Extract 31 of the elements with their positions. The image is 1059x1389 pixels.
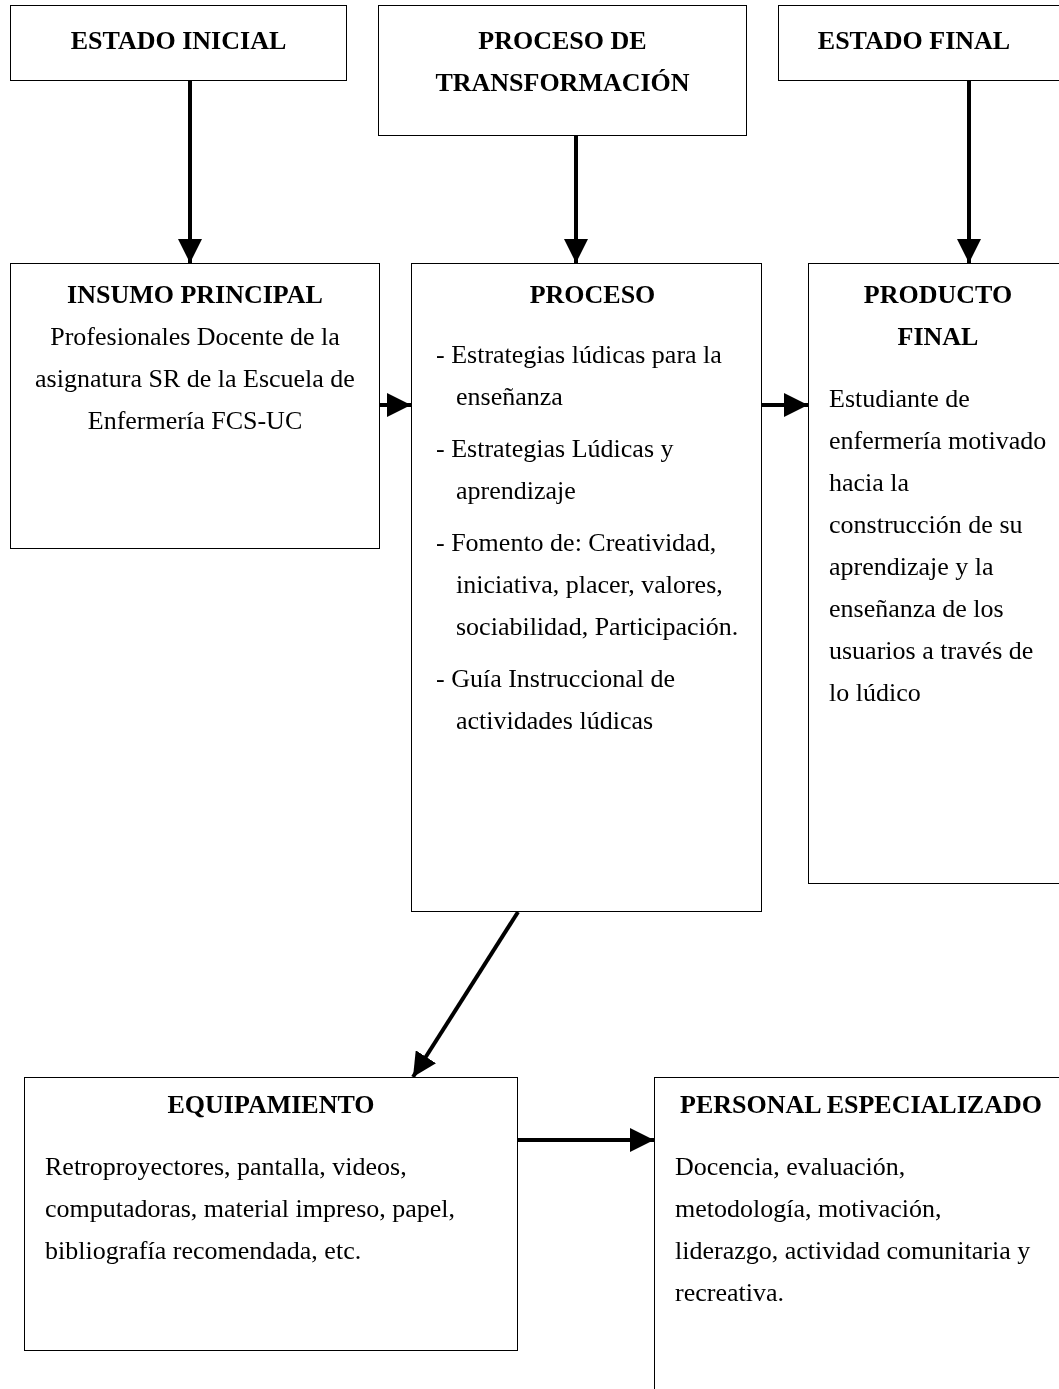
box-heading: PRODUCTO FINAL xyxy=(862,279,1014,353)
list-item: - Fomento de: Creatividad, iniciativa, placer, valores, sociabilidad, Participación. xyxy=(436,527,740,643)
process-box xyxy=(654,1077,1059,1389)
arrow xyxy=(178,81,202,263)
arrow xyxy=(518,1128,654,1152)
box-heading: INSUMO PRINCIPAL xyxy=(66,279,324,311)
arrow xyxy=(380,393,411,417)
process-box xyxy=(378,5,747,136)
arrow xyxy=(564,136,588,263)
process-box xyxy=(778,5,1059,81)
box-text: Retroproyectores, pantalla, videos, computadoras, material impreso, papel, bibliografía recomendada, etc. xyxy=(45,1151,457,1267)
list-item: - Guía Instruccional de actividades lúdicas xyxy=(436,663,676,737)
process-box xyxy=(24,1077,518,1351)
process-box xyxy=(10,263,380,549)
list-item: - Estrategias Lúdicas y aprendizaje xyxy=(436,433,675,507)
arrow xyxy=(762,393,808,417)
box-text: Docencia, evaluación, metodología, motivación, liderazgo, actividad comunitaria y recreativa. xyxy=(675,1151,1032,1309)
process-box xyxy=(10,5,347,81)
box-heading: EQUIPAMIENTO xyxy=(166,1089,376,1121)
process-box xyxy=(808,263,1059,884)
box-heading: PROCESO xyxy=(528,279,657,311)
box-text: Profesionales Docente de la asignatura SR de la Escuela de Enfermería FCS-UC xyxy=(34,321,356,437)
arrow xyxy=(957,81,981,263)
box-heading: PROCESO DE TRANSFORMACIÓN xyxy=(434,25,691,99)
box-heading: ESTADO INICIAL xyxy=(69,25,288,57)
list-item: - Estrategias lúdicas para la enseñanza xyxy=(436,339,723,413)
box-heading: ESTADO FINAL xyxy=(816,25,1012,57)
arrow xyxy=(411,910,520,1079)
box-heading: PERSONAL ESPECIALIZADO xyxy=(679,1089,1043,1121)
box-text: Estudiante de enfermería motivado hacia la construcción de su aprendizaje y la enseñanza de los usuarios a través de lo lúdico xyxy=(829,383,1047,709)
process-box xyxy=(411,263,762,912)
